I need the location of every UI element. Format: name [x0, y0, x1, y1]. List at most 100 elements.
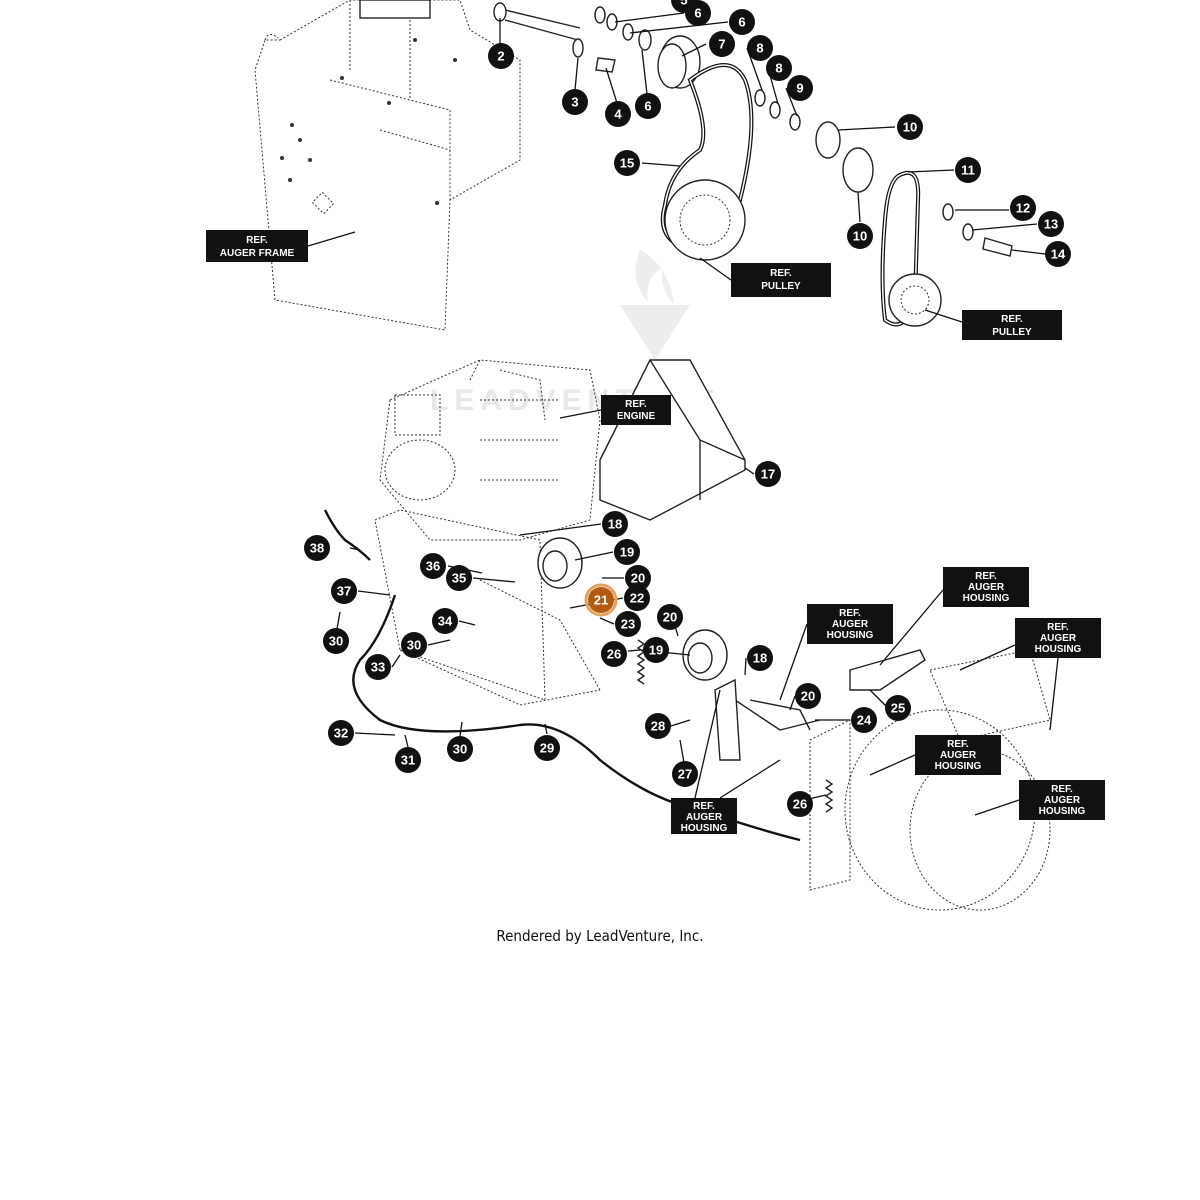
ref-label-pulley: REF. PULLEY [731, 263, 831, 297]
callout-label: 2 [497, 49, 504, 64]
callout-label: 30 [453, 742, 467, 757]
ref-label-text: REF. [770, 268, 792, 279]
callout-26[interactable]: 26 [787, 791, 813, 817]
callout-label: 26 [607, 647, 621, 662]
callout-30[interactable]: 30 [323, 628, 349, 654]
callout-35[interactable]: 35 [446, 565, 472, 591]
callout-27[interactable]: 27 [672, 761, 698, 787]
callout-label: 22 [630, 591, 644, 606]
callout-18[interactable]: 18 [747, 645, 773, 671]
ref-label-text: HOUSING [1035, 644, 1082, 655]
callout-label: 9 [796, 81, 803, 96]
callout-30[interactable]: 30 [447, 736, 473, 762]
callout-label: 3 [571, 95, 578, 110]
ref-label-text: HOUSING [963, 593, 1010, 604]
callout-label: 28 [651, 719, 665, 734]
ref-label-auger-frame: REF. AUGER FRAME [206, 230, 308, 262]
callout-28[interactable]: 28 [645, 713, 671, 739]
callout-24[interactable]: 24 [851, 707, 877, 733]
callout-label: 25 [891, 701, 905, 716]
ref-label-text: HOUSING [1039, 806, 1086, 817]
ref-label-text: AUGER [968, 582, 1005, 593]
shaft-parts-top [493, 2, 1013, 257]
callout-30[interactable]: 30 [401, 632, 427, 658]
callout-23[interactable]: 23 [615, 611, 641, 637]
callout-label: 27 [678, 767, 692, 782]
callout-15[interactable]: 15 [614, 150, 640, 176]
callout-label: 7 [718, 37, 725, 52]
callout-label: 29 [540, 741, 554, 756]
callout-6[interactable]: 6 [685, 0, 711, 26]
callout-8[interactable]: 8 [766, 55, 792, 81]
callout-label: 30 [407, 638, 421, 653]
callout-32[interactable]: 32 [328, 720, 354, 746]
callout-34[interactable]: 34 [432, 608, 458, 634]
callout-19[interactable]: 19 [643, 637, 669, 663]
callout-label: 20 [663, 610, 677, 625]
callout-label: 33 [371, 660, 385, 675]
callout-37[interactable]: 37 [331, 578, 357, 604]
callout-25[interactable]: 25 [885, 695, 911, 721]
auger-frame [254, 0, 521, 331]
callout-label: 19 [649, 643, 663, 658]
callout-label: 6 [694, 6, 701, 21]
callout-13[interactable]: 13 [1038, 211, 1064, 237]
callout-19[interactable]: 19 [614, 539, 640, 565]
callout-4[interactable]: 4 [605, 101, 631, 127]
ref-label-text: AUGER [1040, 633, 1077, 644]
callout-29[interactable]: 29 [534, 735, 560, 761]
ref-label-auger-housing: REF. AUGER HOUSING [943, 567, 1029, 607]
linkage [714, 678, 821, 761]
callout-3[interactable]: 3 [562, 89, 588, 115]
callout-11[interactable]: 11 [955, 157, 981, 183]
callout-20[interactable]: 20 [795, 683, 821, 709]
callout-label: 13 [1044, 217, 1058, 232]
callout-31[interactable]: 31 [395, 747, 421, 773]
callout-6[interactable]: 6 [635, 93, 661, 119]
ref-label-text: REF. [1047, 622, 1069, 633]
callout-38[interactable]: 38 [304, 535, 330, 561]
callout-26[interactable]: 26 [601, 641, 627, 667]
ref-label-text: PULLEY [992, 327, 1032, 338]
callout-label: 31 [401, 753, 415, 768]
ref-label-text: REF. [947, 739, 969, 750]
callout-21-highlighted[interactable]: 21 [584, 583, 618, 617]
callout-14[interactable]: 14 [1045, 241, 1071, 267]
callout-9[interactable]: 9 [787, 75, 813, 101]
ref-label-text: REF. [246, 235, 268, 246]
callout-17[interactable]: 17 [755, 461, 781, 487]
callout-18[interactable]: 18 [602, 511, 628, 537]
callout-22[interactable]: 22 [624, 585, 650, 611]
ref-label-text: ENGINE [617, 411, 656, 422]
callout-20[interactable]: 20 [625, 565, 651, 591]
callout-20[interactable]: 20 [657, 604, 683, 630]
callout-label: 36 [426, 559, 440, 574]
callout-7[interactable]: 7 [709, 31, 735, 57]
callout-label: 12 [1016, 201, 1030, 216]
callout-8[interactable]: 8 [747, 35, 773, 61]
callout-12[interactable]: 12 [1010, 195, 1036, 221]
ref-label-engine: REF. ENGINE [601, 395, 671, 425]
render-credit: Rendered by LeadVenture, Inc. [496, 927, 704, 945]
ref-label-text: REF. [693, 801, 715, 812]
callout-10[interactable]: 10 [847, 223, 873, 249]
callout-label: 37 [337, 584, 351, 599]
callout-label: 17 [761, 467, 775, 482]
callout-6[interactable]: 6 [729, 9, 755, 35]
springs [636, 639, 834, 813]
callout-2[interactable]: 2 [488, 43, 514, 69]
ref-label-text: HOUSING [935, 761, 982, 772]
callout-36[interactable]: 36 [420, 553, 446, 579]
belt-11 [880, 170, 942, 327]
callout-33[interactable]: 33 [365, 654, 391, 680]
ref-label-auger-housing: REF. AUGER HOUSING [807, 604, 893, 644]
engine [379, 359, 601, 541]
callout-label: 23 [621, 617, 635, 632]
callout-10[interactable]: 10 [897, 114, 923, 140]
callout-label: 10 [853, 229, 867, 244]
ref-label-text: AUGER [832, 619, 869, 630]
callout-label: 10 [903, 120, 917, 135]
ref-label-auger-housing: REF. AUGER HOUSING [1015, 618, 1101, 658]
callout-label: 8 [775, 61, 782, 76]
